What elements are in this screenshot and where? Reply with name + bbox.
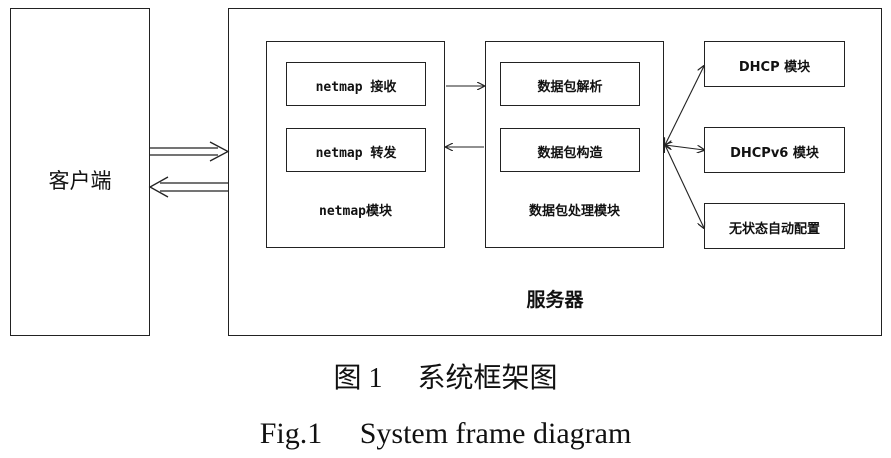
dhcpv6-module-box: DHCPv6 模块 — [704, 127, 845, 173]
netmap-receive-label: netmap 接收 — [315, 80, 397, 95]
packet-dhcp-arrow — [665, 66, 704, 145]
dhcp-module-box: DHCP 模块 — [704, 41, 845, 87]
client-to-server-arrow — [150, 141, 230, 162]
caption-english: Fig.1 System frame diagram — [259, 417, 632, 450]
client-label: 客户端 — [48, 169, 112, 193]
dhcpv6-module-label: DHCPv6 模块 — [730, 146, 819, 161]
packet-slaac-arrow — [665, 145, 704, 228]
netmap-forward-label: netmap 转发 — [315, 146, 397, 161]
caption-chinese: 图 1 系统框架图 — [333, 363, 558, 394]
netmap-forward-box: netmap 转发 — [286, 128, 426, 172]
packet-parse-label: 数据包解析 — [537, 80, 603, 95]
packet-construct-label: 数据包构造 — [537, 146, 603, 161]
packet-construct-box: 数据包构造 — [500, 128, 640, 172]
netmap-receive-box: netmap 接收 — [286, 62, 426, 106]
slaac-module-box: 无状态自动配置 — [704, 203, 845, 249]
netmap-module-title: netmap模块 — [319, 204, 392, 219]
server-label: 服务器 — [526, 289, 584, 311]
packet-module-title: 数据包处理模块 — [528, 204, 620, 219]
client-box: 客户端 — [10, 8, 150, 336]
packet-dhcpv6-arrow — [665, 145, 704, 150]
slaac-module-label: 无状态自动配置 — [728, 222, 820, 237]
dhcp-module-label: DHCP 模块 — [738, 60, 811, 75]
server-to-client-arrow — [148, 176, 228, 198]
packet-parse-box: 数据包解析 — [500, 62, 640, 106]
